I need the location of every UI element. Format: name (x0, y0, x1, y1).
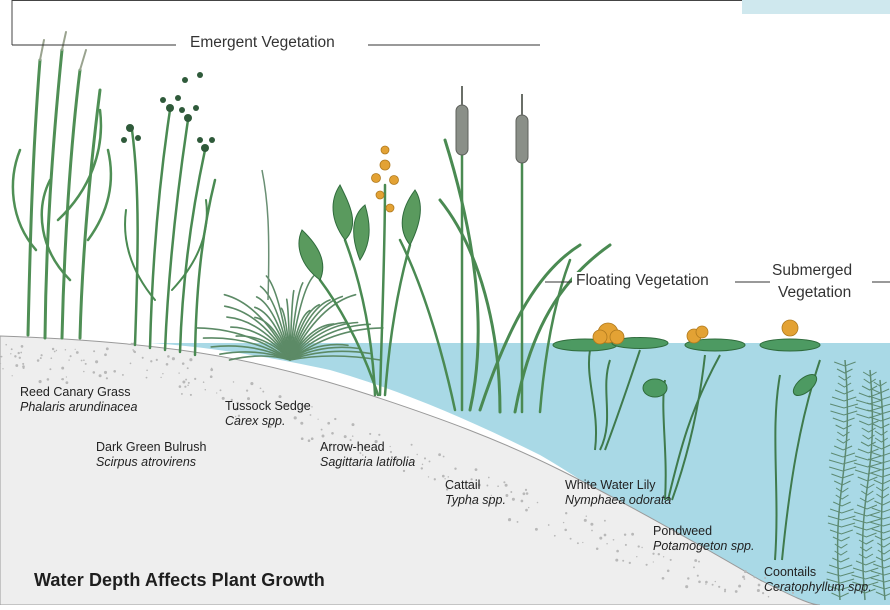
bulrush-seed-heads (121, 72, 215, 152)
common-name: Coontails (764, 565, 872, 580)
label-pondweed: Pondweed Potamogeton spp. (653, 524, 754, 554)
diagram-title: Water Depth Affects Plant Growth (34, 570, 325, 591)
zone-label-emergent: Emergent Vegetation (184, 34, 341, 52)
label-arrow-head: Arrow-head Sagittaria latifolia (320, 440, 415, 470)
label-dark-green-bulrush: Dark Green Bulrush Scirpus atrovirens (96, 440, 206, 470)
zone-label-floating: Floating Vegetation (572, 272, 713, 290)
label-coontails: Coontails Ceratophyllum spp. (764, 565, 872, 595)
cattail-heads (456, 105, 528, 163)
scientific-name: Nymphaea odorata (565, 493, 671, 508)
scientific-name: Carex spp. (225, 414, 311, 429)
arrow-head-leaves (299, 185, 420, 280)
common-name: Tussock Sedge (225, 399, 311, 414)
zone-label-submerged-line2: Vegetation (776, 284, 853, 302)
scientific-name: Scirpus atrovirens (96, 455, 206, 470)
common-name: Reed Canary Grass (20, 385, 137, 400)
lily-flowers (593, 323, 624, 344)
reed-canary-grass-plant (13, 32, 111, 338)
label-reed-canary-grass: Reed Canary Grass Phalaris arundinacea (20, 385, 137, 415)
scientific-name: Sagittaria latifolia (320, 455, 415, 470)
label-tussock-sedge: Tussock Sedge Carex spp. (225, 399, 311, 429)
scientific-name: Potamogeton spp. (653, 539, 754, 554)
common-name: White Water Lily (565, 478, 671, 493)
submerged-flower (782, 320, 798, 336)
common-name: Cattail (445, 478, 506, 493)
label-white-water-lily: White Water Lily Nymphaea odorata (565, 478, 671, 508)
scientific-name: Phalaris arundinacea (20, 400, 137, 415)
common-name: Pondweed (653, 524, 754, 539)
common-name: Dark Green Bulrush (96, 440, 206, 455)
label-cattail: Cattail Typha spp. (445, 478, 506, 508)
top-right-tint (742, 0, 890, 14)
common-name: Arrow-head (320, 440, 415, 455)
sedge-flower-stalk (262, 170, 269, 300)
zone-label-submerged-line1: Submerged (770, 262, 854, 280)
scientific-name: Typha spp. (445, 493, 506, 508)
scientific-name: Ceratophyllum spp. (764, 580, 872, 595)
